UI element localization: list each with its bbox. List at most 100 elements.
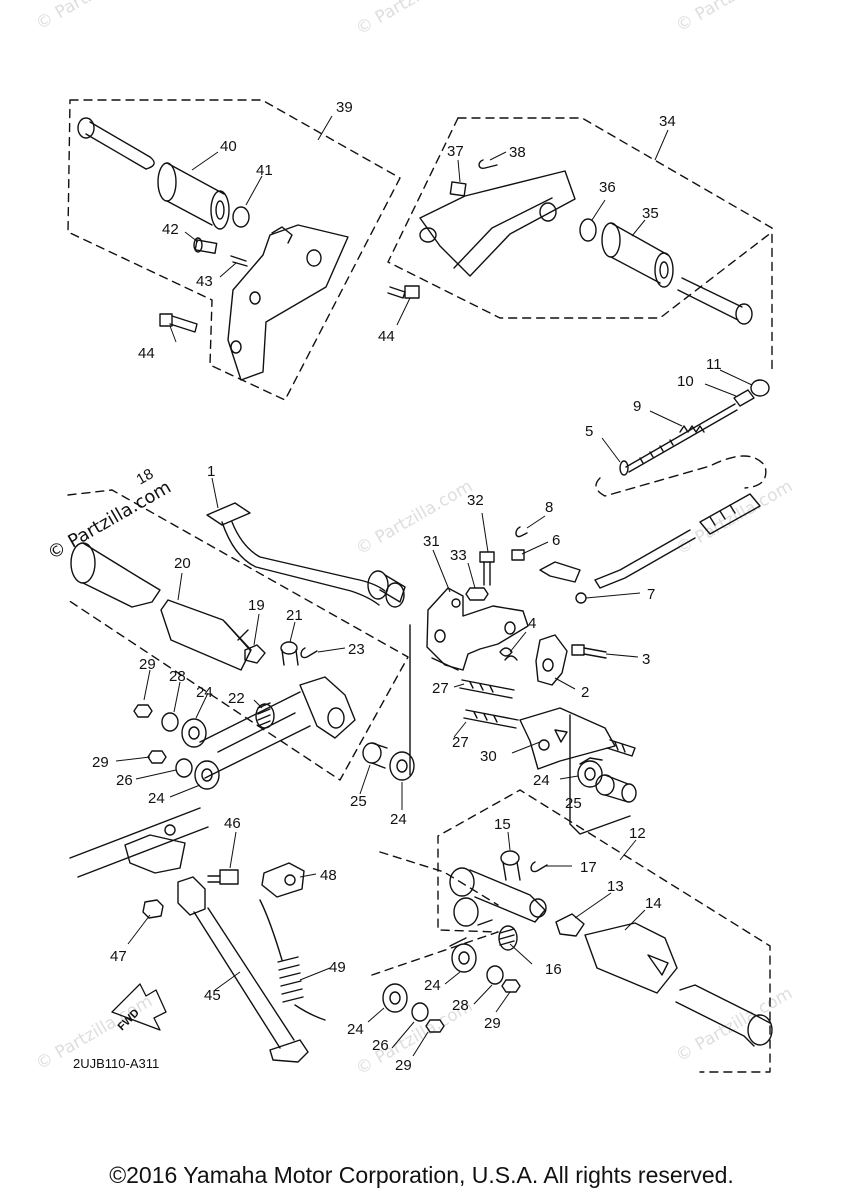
label-24a: 24: [196, 684, 213, 701]
collar-25-left: [362, 742, 388, 769]
cotter-pin-43: [230, 255, 248, 267]
arm-2: [535, 634, 568, 686]
label-24b: 24: [148, 790, 165, 807]
watermark-text: © Partzilla.com: [673, 983, 797, 1066]
label-26b: 26: [372, 1037, 389, 1054]
label-12: 12: [629, 825, 646, 842]
bushing-24-left-bot: [194, 760, 220, 790]
label-22: 22: [228, 690, 245, 707]
label-14: 14: [645, 895, 662, 912]
label-13: 13: [607, 878, 624, 895]
label-29b: 29: [92, 754, 109, 771]
leader-bracket-mid: [569, 714, 631, 835]
nut-29-left-top: [133, 704, 153, 718]
copyright-notice: ©2016 Yamaha Motor Corporation, U.S.A. A…: [109, 1162, 734, 1188]
clip-38: [478, 159, 498, 170]
clip-23: [300, 647, 318, 659]
label-48: 48: [320, 867, 337, 884]
label-15: 15: [494, 816, 511, 833]
assembly-18-outline: [67, 489, 409, 781]
label-21: 21: [286, 607, 303, 624]
label-3: 3: [642, 651, 650, 668]
label-leaders: [115, 115, 753, 1057]
bolt-44-left: [159, 313, 198, 333]
label-44a: 44: [138, 345, 155, 362]
washer-28-right: [486, 965, 504, 985]
pin-42: [193, 237, 218, 255]
spring-49: [259, 899, 326, 1021]
bracket-rear: [449, 867, 547, 927]
label-33: 33: [450, 547, 467, 564]
leader-lines-left: [217, 624, 459, 776]
watermark-text: © Partzilla.com: [33, 0, 157, 34]
footpeg-rubber-40: [157, 162, 230, 230]
pin-35: [677, 277, 753, 325]
watermarks: © Partzilla.com © Partzilla.com © Partzi…: [33, 0, 797, 1079]
watermark-text: © Partzilla.com: [353, 0, 477, 39]
label-28a: 28: [169, 668, 186, 685]
washer-41: [232, 206, 250, 228]
nut-29-left-bot: [147, 750, 167, 764]
bushing-24-right-bot: [382, 983, 408, 1013]
nut-29-right-top: [501, 979, 521, 993]
label-19: 19: [248, 597, 265, 614]
spring-4: [499, 647, 518, 661]
label-34: 34: [659, 113, 676, 130]
label-32: 32: [467, 492, 484, 509]
pin-6: [511, 549, 525, 561]
label-1: 1: [207, 463, 215, 480]
label-27a: 27: [432, 680, 449, 697]
brake-pedal-1: [206, 502, 406, 608]
assembly-12-outline: [371, 789, 771, 1073]
clip-13: [555, 913, 585, 937]
label-24e: 24: [424, 977, 441, 994]
label-23: 23: [348, 641, 365, 658]
label-27b: 27: [452, 734, 469, 751]
rubber-14: [584, 922, 678, 994]
label-11: 11: [706, 356, 722, 373]
label-25b: 25: [565, 795, 582, 812]
nut-29-right-bot: [425, 1019, 445, 1033]
nut-47: [142, 899, 164, 919]
label-29a: 29: [139, 656, 156, 673]
collar-25-mid: [595, 774, 637, 803]
label-31: 31: [423, 533, 440, 550]
brake-cable: [595, 455, 767, 497]
label-7: 7: [647, 586, 655, 603]
bushing-24-right-top: [451, 943, 477, 973]
bolt-44-right: [387, 285, 420, 299]
label-39: 39: [336, 99, 353, 116]
washer-26-left: [175, 758, 193, 778]
label-8: 8: [545, 499, 553, 516]
footpeg-right-outer: [675, 984, 773, 1047]
label-25a: 25: [350, 793, 367, 810]
label-41: 41: [256, 162, 273, 179]
parts-diagram: © Partzilla.com © Partzilla.com © Partzi…: [33, 0, 797, 1079]
brake-rod-lower: [594, 493, 761, 589]
fwd-arrow: [111, 983, 167, 1031]
pin-40: [77, 117, 155, 170]
assembly-39-outline: [67, 99, 401, 401]
label-20: 20: [174, 555, 191, 572]
nut-11: [750, 379, 770, 397]
label-49: 49: [329, 959, 346, 976]
leader-lines-right: [449, 919, 493, 947]
label-9: 9: [633, 398, 641, 415]
label-17: 17: [580, 859, 597, 876]
footpeg-left-outer: [70, 542, 161, 608]
clip-17: [530, 861, 548, 873]
label-18: 18: [134, 465, 157, 488]
spring-9: [679, 425, 705, 433]
label-2: 2: [581, 684, 589, 701]
diagram-code: 2UJB110-A311: [73, 1056, 159, 1071]
label-37: 37: [447, 143, 464, 160]
watermark-text: © Partzilla.com: [673, 476, 797, 559]
label-24c: 24: [390, 811, 407, 828]
pin-15: [500, 850, 521, 881]
footpeg-rubber-35: [601, 222, 674, 288]
shaft-27-lower: [463, 709, 519, 729]
plate-48: [261, 862, 305, 898]
clip-8: [515, 526, 528, 538]
label-29d: 29: [395, 1057, 412, 1074]
label-40: 40: [220, 138, 237, 155]
